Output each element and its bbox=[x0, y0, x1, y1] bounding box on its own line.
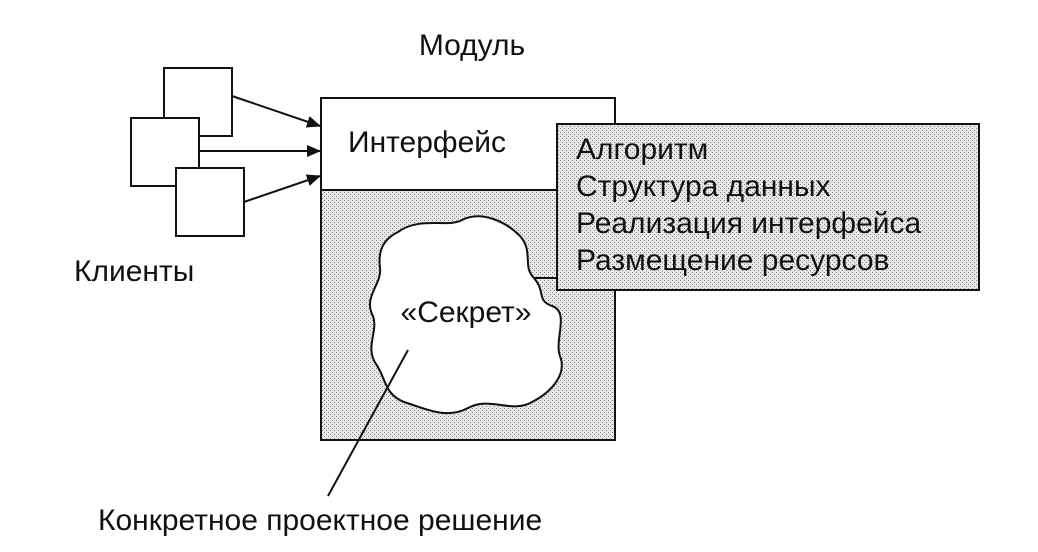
secret-contents-box bbox=[556, 123, 980, 291]
secret-item-resource-placement: Размещение ресурсов bbox=[576, 244, 889, 277]
secret-cloud bbox=[369, 215, 563, 415]
secret-item-interface-impl: Реализация интерфейса bbox=[576, 207, 922, 240]
design-decision-pointer bbox=[327, 349, 409, 497]
client-arrow-1 bbox=[231, 95, 321, 128]
secret-label: «Секрет» bbox=[401, 296, 532, 329]
secret-item-data-structure: Структура данных bbox=[576, 170, 831, 203]
client-box-3 bbox=[175, 167, 245, 237]
module-title: Модуль bbox=[419, 29, 525, 62]
client-arrow-3 bbox=[243, 174, 321, 203]
clients-label: Клиенты bbox=[74, 255, 194, 288]
clients-group bbox=[130, 67, 245, 237]
design-decision-label: Конкретное проектное решение bbox=[98, 504, 542, 537]
interface-label: Интерфейс bbox=[348, 126, 506, 159]
secret-item-algorithm: Алгоритм bbox=[576, 133, 708, 166]
